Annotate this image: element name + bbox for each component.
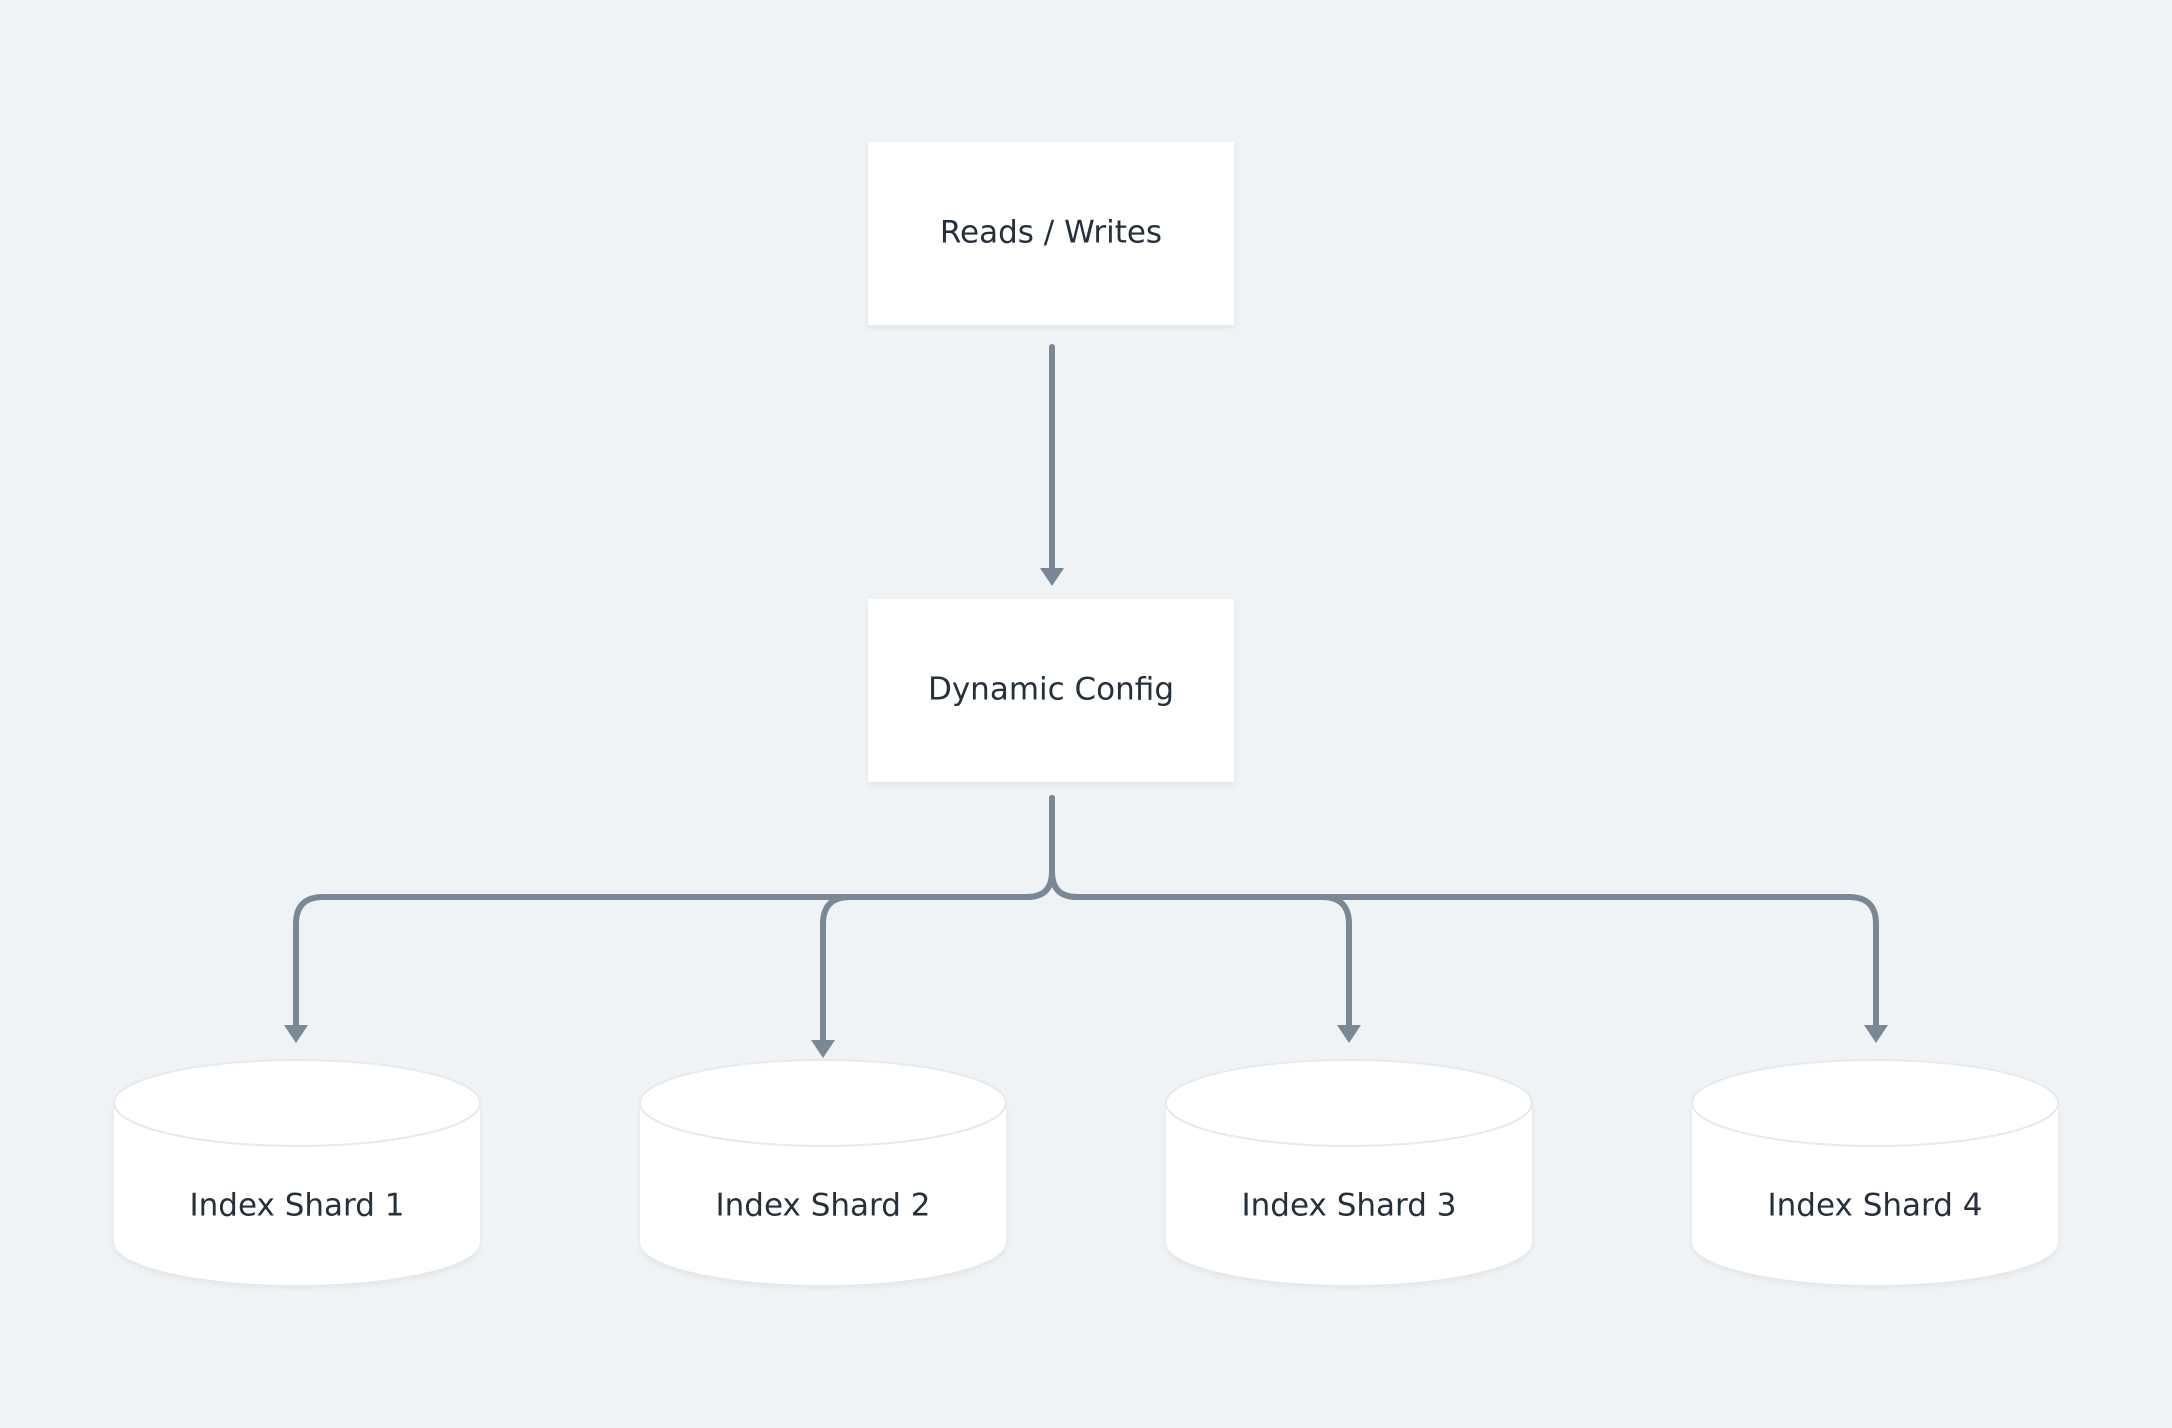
cylinder-top: [113, 1059, 481, 1147]
node-index-shard-3-label: Index Shard 3: [1242, 1188, 1457, 1224]
arrowhead-shard-3: [1337, 1025, 1361, 1043]
node-reads-writes-label: Reads / Writes: [940, 215, 1162, 251]
node-index-shard-2: Index Shard 2: [639, 1059, 1007, 1285]
node-dynamic-config-label: Dynamic Config: [928, 672, 1174, 708]
cylinder-body: [640, 1103, 1006, 1285]
cylinder-body: [1692, 1103, 2058, 1285]
node-index-shard-4: Index Shard 4: [1691, 1059, 2059, 1285]
node-index-shard-4-label: Index Shard 4: [1768, 1188, 1983, 1224]
edge-dynamic-config-to-shard-4: [1049, 795, 1879, 1030]
cylinder-top: [1165, 1059, 1533, 1147]
cylinder-top: [1691, 1059, 2059, 1147]
edge-dynamic-config-to-shard-3: [1049, 795, 1352, 1030]
node-dynamic-config: Dynamic Config: [868, 599, 1234, 782]
arrowhead-shard-4: [1864, 1025, 1888, 1043]
node-index-shard-3: Index Shard 3: [1165, 1059, 1533, 1285]
cylinder-body: [114, 1103, 480, 1285]
node-reads-writes: Reads / Writes: [868, 142, 1234, 325]
arrowhead-shard-2: [811, 1040, 835, 1058]
node-index-shard-2-label: Index Shard 2: [716, 1188, 931, 1224]
edge-dynamic-config-to-shard-2: [820, 795, 1055, 1045]
node-reads-writes-box: [868, 142, 1234, 325]
arrowhead-dynamic-config: [1040, 568, 1064, 586]
node-index-shard-1: Index Shard 1: [113, 1059, 481, 1285]
node-dynamic-config-box: [868, 599, 1234, 782]
cylinder-top: [639, 1059, 1007, 1147]
cylinder-body: [1166, 1103, 1532, 1285]
node-index-shard-1-label: Index Shard 1: [190, 1188, 405, 1224]
edges: [284, 344, 1888, 1058]
arrowhead-shard-1: [284, 1025, 308, 1043]
edge-dynamic-config-to-shard-1: [293, 795, 1055, 1030]
